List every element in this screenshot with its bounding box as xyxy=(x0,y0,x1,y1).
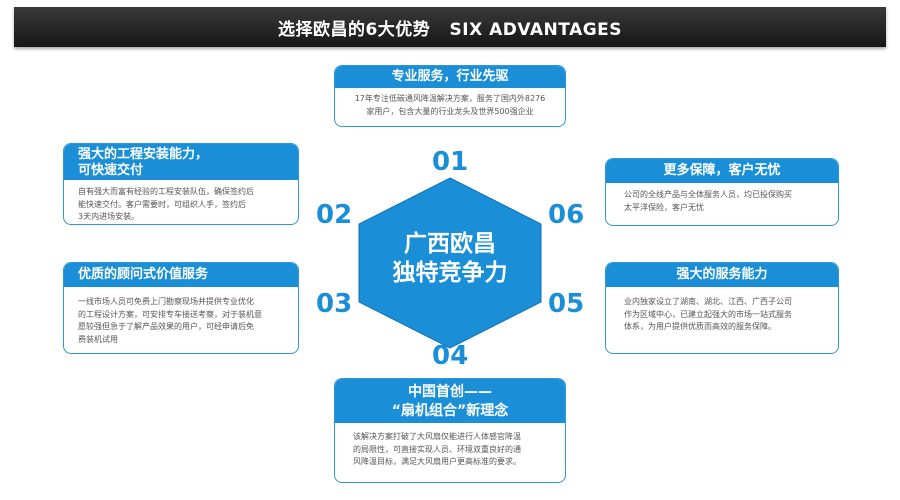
number-04: 04 xyxy=(432,341,469,371)
card-06-body-line: 公司的全线产品与全体服务人员，均已投保购买 xyxy=(624,190,792,199)
advantage-card-06: 更多保障，客户无忧 公司的全线产品与全体服务人员，均已投保购买 太平洋保险，客户… xyxy=(605,158,839,226)
card-03-body-line: 费装机试用 xyxy=(78,334,118,344)
card-01-body-line: 家用户，包含大量的行业龙头及世界500强企业 xyxy=(366,106,534,116)
card-04-body-line: 风降温目标，满足大风扇用户更高标准的要求。 xyxy=(353,457,521,466)
card-05-body: 业内独家设立了湖南、湖北、江西、广西子公司 作为区域中心，已建立起强大的市场一站… xyxy=(606,287,838,334)
card-02-title-line: 强大的工程安装能力， xyxy=(78,147,209,162)
card-05-body-line: 作为区域中心，已建立起强大的市场一站式服务 xyxy=(624,309,792,319)
card-05-body-line: 体系，为用户提供优质而高效的服务保障。 xyxy=(624,322,776,331)
card-04-body-line: 该解决方案打破了大风扇仅能进行人体感官降温 xyxy=(353,432,521,441)
card-04-title-line: 中国首创—— xyxy=(408,384,492,400)
card-02-body-line: 自有强大而富有经验的工程安装队伍，确保签约后 xyxy=(78,187,254,196)
card-02-title-line: 可快速交付 xyxy=(78,163,144,178)
card-06-title: 更多保障，客户无忧 xyxy=(606,159,838,183)
card-03-body-line: 愿较强但急于了解产品效果的用户，可经申请后免 xyxy=(78,322,254,331)
card-01-body: 17年专注低碳通风降温解决方案，服务了国内外8276 家用户，包含大量的行业龙头… xyxy=(335,88,565,118)
number-01: 01 xyxy=(432,147,469,177)
number-02: 02 xyxy=(316,200,353,230)
advantage-card-01: 专业服务，行业先驱 17年专注低碳通风降温解决方案，服务了国内外8276 家用户… xyxy=(334,65,566,127)
card-03-body: 一线市场人员可免费上门勘察现场并提供专业优化 的工程设计方案，可安排专车接送考察… xyxy=(64,287,298,346)
card-05-title: 强大的服务能力 xyxy=(606,263,838,287)
card-03-title: 优质的顾问式价值服务 xyxy=(64,263,298,287)
number-05: 05 xyxy=(548,289,585,319)
advantage-card-04: 中国首创—— “扇机组合”新理念 该解决方案打破了大风扇仅能进行人体感官降温 的… xyxy=(334,378,566,483)
card-04-title-line: “扇机组合”新理念 xyxy=(391,403,509,419)
center-line-2: 独特竞争力 xyxy=(392,260,508,286)
advantage-card-03: 优质的顾问式价值服务 一线市场人员可免费上门勘察现场并提供专业优化 的工程设计方… xyxy=(63,262,299,354)
card-04-body: 该解决方案打破了大风扇仅能进行人体感官降温 的局限性，可直接实现人员、环境双重良… xyxy=(335,423,565,469)
card-06-body-line: 太平洋保险，客户无忧 xyxy=(624,202,704,212)
card-01-title: 专业服务，行业先驱 xyxy=(335,66,565,88)
card-04-title: 中国首创—— “扇机组合”新理念 xyxy=(335,379,565,423)
card-05-body-line: 业内独家设立了湖南、湖北、江西、广西子公司 xyxy=(624,297,792,306)
header-bar: 选择欧昌的6大优势 SIX ADVANTAGES xyxy=(14,7,886,47)
card-02-body-line: 能快速交付。客户需要时，可组织人手，签约后 xyxy=(78,199,246,209)
page-title: 选择欧昌的6大优势 SIX ADVANTAGES xyxy=(277,19,623,40)
card-02-body: 自有强大而富有经验的工程安装队伍，确保签约后 能快速交付。客户需要时，可组织人手… xyxy=(64,180,298,224)
card-01-body-line: 17年专注低碳通风降温解决方案，服务了国内外8276 xyxy=(354,94,546,103)
card-04-body-line: 的局限性，可直接实现人员、环境双重良好的通 xyxy=(353,444,521,454)
card-02-title: 强大的工程安装能力， 可快速交付 xyxy=(64,144,298,180)
advantage-card-05: 强大的服务能力 业内独家设立了湖南、湖北、江西、广西子公司 作为区域中心，已建立… xyxy=(605,262,839,354)
card-06-body: 公司的全线产品与全体服务人员，均已投保购买 太平洋保险，客户无忧 xyxy=(606,183,838,214)
center-hexagon xyxy=(358,177,542,349)
center-label: 广西欧昌 独特竞争力 xyxy=(355,230,545,288)
card-02-body-line: 3天内进场安装。 xyxy=(78,212,140,221)
center-line-1: 广西欧昌 xyxy=(404,231,496,257)
card-03-body-line: 一线市场人员可免费上门勘察现场并提供专业优化 xyxy=(78,297,254,306)
number-06: 06 xyxy=(548,200,585,230)
card-03-body-line: 的工程设计方案，可安排专车接送考察，对于装机意 xyxy=(78,309,262,319)
number-03: 03 xyxy=(316,289,353,319)
advantage-card-02: 强大的工程安装能力， 可快速交付 自有强大而富有经验的工程安装队伍，确保签约后 … xyxy=(63,143,299,225)
